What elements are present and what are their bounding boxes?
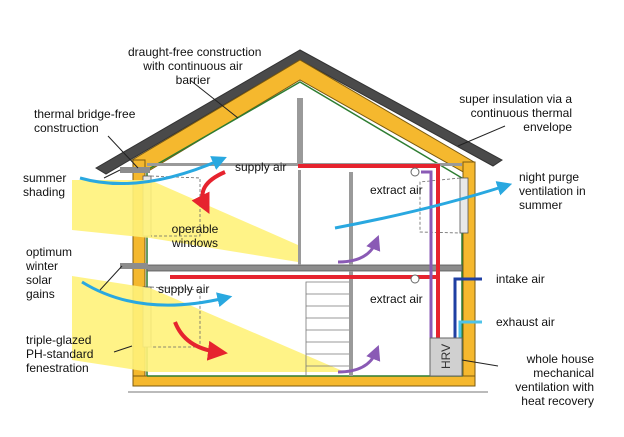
intake-duct [453, 277, 482, 340]
summer-sun-arrow [79, 156, 227, 186]
lower-window-swing [150, 286, 201, 348]
upper-window-swing [150, 175, 201, 237]
night-purge-arrow [334, 181, 513, 230]
staircase [305, 281, 349, 376]
upper-partition [298, 170, 301, 265]
lower-partition [349, 271, 353, 376]
hrv-unit [429, 337, 463, 377]
floor-insulation [132, 375, 476, 387]
supply-duct-upper [298, 164, 440, 340]
roof-overhang [95, 49, 503, 175]
extract-air-arrow-lower [337, 345, 381, 374]
extract-valve-lower [410, 274, 420, 284]
attic-wall [297, 98, 303, 163]
upper-shading-fin [120, 167, 150, 173]
upper-sun-beam [72, 180, 298, 262]
upper-partition-right [349, 172, 353, 265]
intermediate-floor [146, 264, 463, 272]
supply-air-arrow-lower [173, 321, 228, 361]
leader-lines [99, 79, 506, 367]
hrv-label: HRV [439, 343, 453, 369]
winter-sun-arrow [81, 280, 233, 308]
extract-valve-upper [410, 167, 420, 177]
upper-right-window [459, 177, 469, 234]
extract-air-arrow-upper [337, 235, 381, 264]
extract-air-lower-label: extract air [370, 292, 423, 306]
supply-air-lower-label: supply air [158, 282, 210, 296]
exhaust-duct [458, 320, 482, 340]
lower-sun-beam [72, 276, 345, 372]
intake-air-label: intake air [496, 272, 545, 286]
supply-air-arrow-upper [191, 170, 226, 214]
lower-shading-fin [120, 263, 148, 269]
supply-air-upper-label: supply air [235, 160, 287, 174]
exhaust-air-label: exhaust air [496, 315, 555, 329]
extract-duct [421, 170, 433, 340]
extract-air-upper-label: extract air [370, 183, 423, 197]
